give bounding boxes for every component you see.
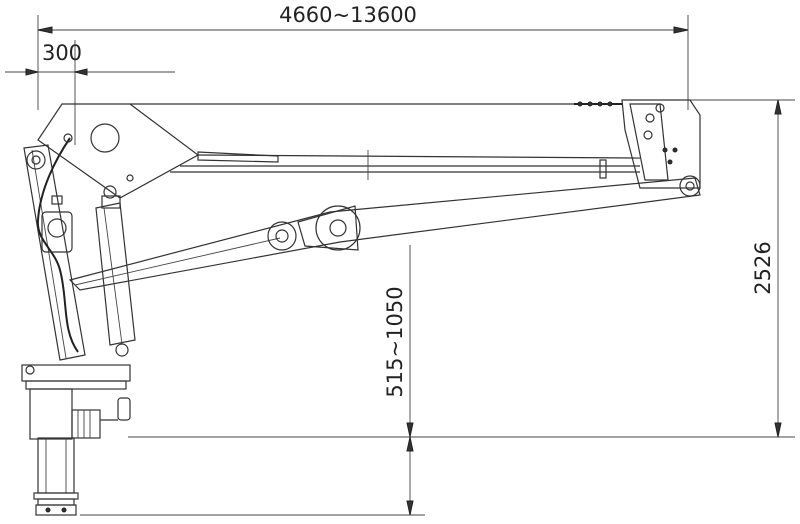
lower-boom [68,177,701,291]
boom-head-plate [37,103,200,199]
crane-pedestal [33,437,79,516]
total-height-label: 2526 [751,241,775,294]
dimension-hook-range: 515~1050 [80,245,425,516]
column-offset-label: 300 [42,41,82,65]
dimension-column-offset: 300 [5,40,175,145]
dimension-total-height: 2526 [128,99,795,438]
crane-column [23,137,86,361]
dimension-overall-reach: 4660~13600 [37,3,689,110]
upper-boom [130,101,641,180]
overall-reach-label: 4660~13600 [279,3,417,27]
hook-range-label: 515~1050 [383,286,407,397]
crane-base [21,364,131,440]
